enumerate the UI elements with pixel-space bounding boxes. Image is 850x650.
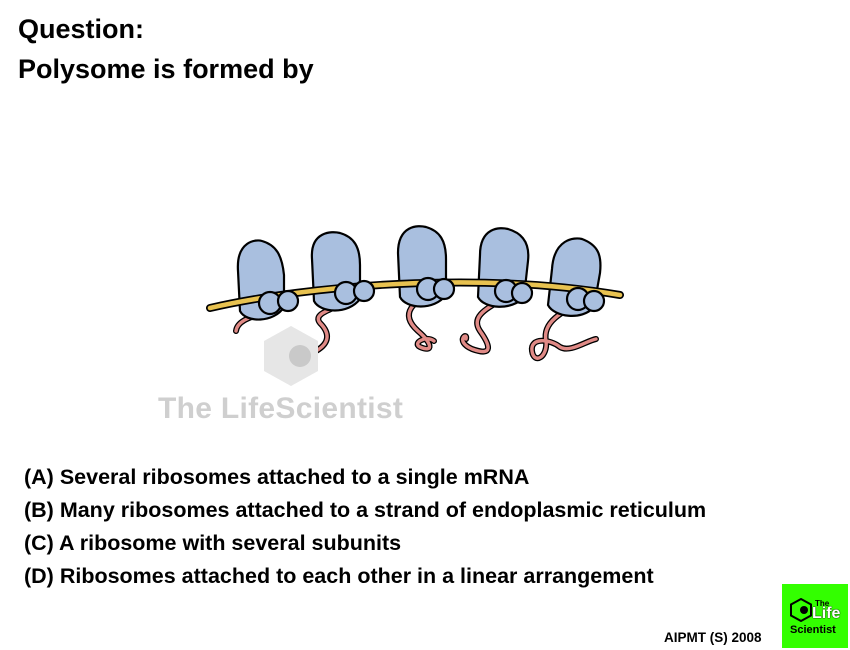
exam-source: AIPMT (S) 2008 bbox=[664, 630, 762, 645]
logo-scientist: Scientist bbox=[790, 624, 836, 636]
option-b[interactable]: (B) Many ribosomes attached to a strand … bbox=[24, 498, 707, 522]
option-a[interactable]: (A) Several ribosomes attached to a sing… bbox=[24, 465, 530, 489]
logo-hexagon-icon bbox=[790, 598, 812, 622]
logo-the: The bbox=[815, 599, 830, 608]
watermark-text: The LifeScientist bbox=[158, 392, 404, 425]
logo-life: Life bbox=[812, 605, 841, 622]
question-text: Polysome is formed by bbox=[18, 54, 314, 84]
ribosome-small-subunits bbox=[257, 276, 606, 316]
option-d[interactable]: (D) Ribosomes attached to each other in … bbox=[24, 564, 654, 588]
answer-options: (A) Several ribosomes attached to a sing… bbox=[24, 463, 706, 595]
mrna-strand bbox=[207, 280, 623, 311]
watermark-hexagon-icon bbox=[264, 326, 318, 386]
option-c[interactable]: (C) A ribosome with several subunits bbox=[24, 531, 402, 555]
polysome-illustration bbox=[206, 225, 624, 362]
brand-logo: The Life Scientist bbox=[782, 584, 848, 648]
question-label: Question: bbox=[18, 14, 144, 44]
